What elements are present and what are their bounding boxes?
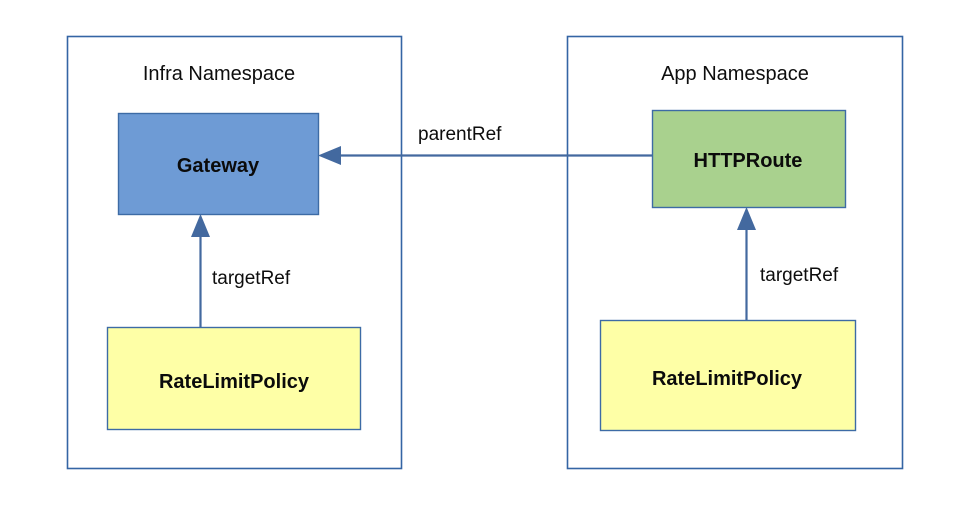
edge-parentref-arrowhead (318, 146, 341, 165)
edge-app-targetref-arrowhead (737, 207, 756, 230)
edge-infra-targetref-arrowhead (191, 214, 210, 237)
node-app-ratelimitpolicy-label: RateLimitPolicy (652, 368, 803, 390)
node-app-ratelimitpolicy-box (599, 319, 857, 432)
node-infra-ratelimitpolicy[interactable]: RateLimitPolicy (106, 326, 362, 431)
edge-parentref-label: parentRef (418, 124, 502, 145)
edge-parentref[interactable] (318, 146, 652, 165)
edge-infra-targetref-label: targetRef (212, 268, 291, 289)
node-httproute[interactable]: HTTPRoute (651, 109, 847, 209)
app-namespace-title: App Namespace (661, 63, 809, 85)
edge-app-targetref-label: targetRef (760, 265, 839, 286)
edge-infra-targetref[interactable] (191, 214, 210, 327)
container-infra-namespace[interactable] (66, 35, 403, 470)
node-gateway-label: Gateway (177, 155, 260, 177)
node-httproute-box (651, 109, 847, 209)
node-gateway[interactable]: Gateway (117, 112, 320, 216)
edge-app-targetref[interactable] (737, 207, 756, 320)
node-infra-ratelimitpolicy-box (106, 326, 362, 431)
container-app-namespace[interactable] (566, 35, 904, 470)
node-infra-ratelimitpolicy-label: RateLimitPolicy (159, 371, 310, 393)
node-httproute-label: HTTPRoute (694, 150, 803, 172)
node-app-ratelimitpolicy[interactable]: RateLimitPolicy (599, 319, 857, 432)
infra-namespace-title: Infra Namespace (143, 63, 295, 85)
node-gateway-box (117, 112, 320, 216)
